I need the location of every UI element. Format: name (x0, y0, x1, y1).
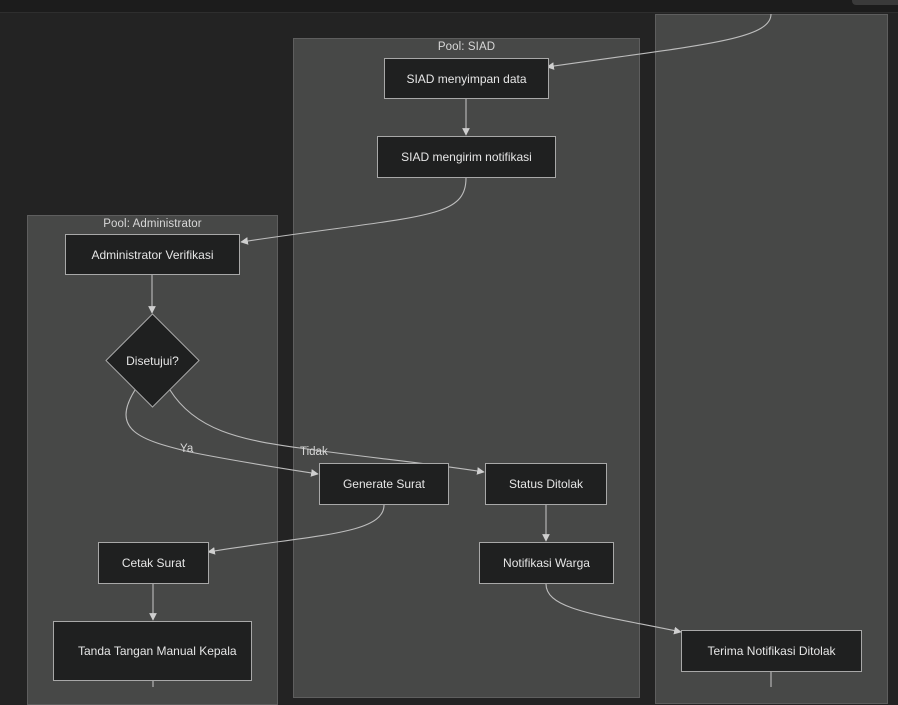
node-siad-save-data[interactable]: SIAD menyimpan data (384, 58, 549, 99)
edge-decision-yes-to-generate (125, 389, 319, 477)
edge-label-yes: Ya (180, 443, 194, 455)
node-manual-signature-label: Tanda Tangan Manual Kepala (78, 644, 237, 658)
edge-incoming-to-siad-save (546, 13, 772, 70)
edge-notify-to-verify (240, 177, 467, 245)
edge-notify-citizen-to-receive (545, 583, 682, 635)
node-status-rejected-label: Status Ditolak (508, 477, 584, 491)
node-admin-verify[interactable]: Administrator Verifikasi (65, 234, 240, 275)
edge-label-no: Tidak (300, 446, 328, 458)
node-siad-save-data-label: SIAD menyimpan data (406, 71, 527, 86)
top-bar-tab (852, 0, 898, 5)
node-siad-send-notification-label: SIAD mengirim notifikasi (401, 150, 532, 164)
node-notify-citizen[interactable]: Notifikasi Warga (479, 542, 614, 584)
pool-administrator-title: Pool: Administrator (103, 218, 202, 230)
top-bar (0, 0, 898, 13)
decision-approved[interactable]: Disetujui? (105, 313, 200, 408)
node-print-letter-label: Cetak Surat (121, 556, 186, 570)
node-admin-verify-label: Administrator Verifikasi (91, 247, 214, 262)
pool-siad-title: Pool: SIAD (437, 41, 496, 53)
node-receive-rejection-label: Terima Notifikasi Ditolak (707, 644, 836, 658)
node-receive-rejection[interactable]: Terima Notifikasi Ditolak (681, 630, 862, 672)
node-manual-signature[interactable]: Tanda Tangan Manual Kepala (53, 621, 252, 681)
node-generate-letter-label: Generate Surat (342, 477, 426, 491)
node-status-rejected[interactable]: Status Ditolak (485, 463, 607, 505)
edge-decision-no-to-rejected (169, 389, 485, 475)
pool-right (655, 14, 888, 704)
node-generate-letter[interactable]: Generate Surat (319, 463, 449, 505)
decision-diamond-shape (105, 313, 200, 408)
decision-approved-label: Disetujui? (126, 353, 179, 368)
node-print-letter[interactable]: Cetak Surat (98, 542, 209, 584)
edge-generate-to-print (207, 504, 385, 555)
node-notify-citizen-label: Notifikasi Warga (503, 556, 590, 570)
node-siad-send-notification[interactable]: SIAD mengirim notifikasi (377, 136, 556, 178)
